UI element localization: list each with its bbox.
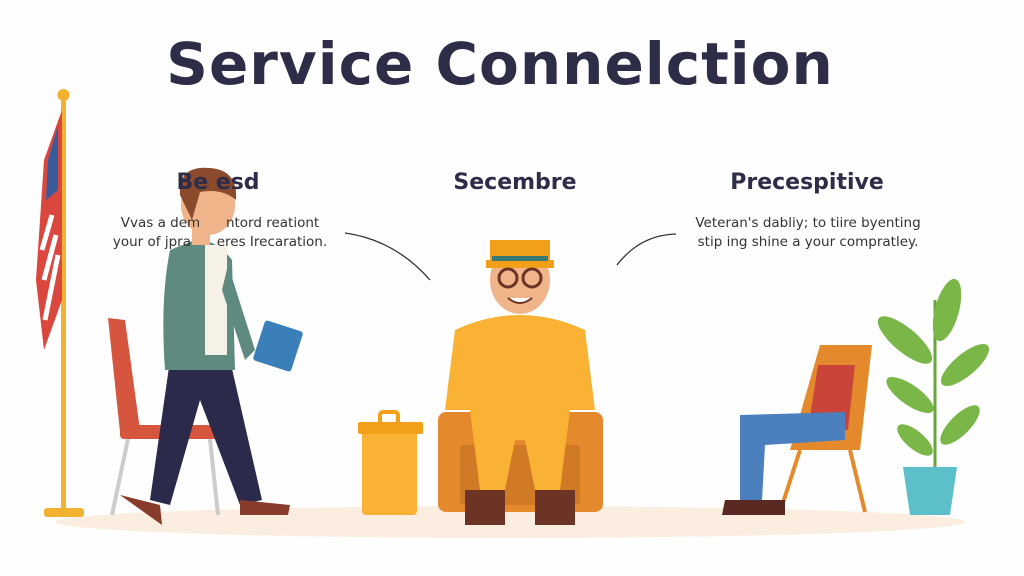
text-line: your of jpra eres Irecaration. <box>112 234 328 250</box>
suitcase-icon <box>358 410 423 515</box>
text-line: Vvas a dem ntord reationt <box>120 215 320 231</box>
column-text-left: Vvas a dem ntord reationt your of jpra e… <box>80 214 360 252</box>
person-seated-right <box>722 412 845 515</box>
column-heading-right: Precespitive <box>730 170 884 195</box>
connector-line <box>616 233 677 266</box>
column-heading-left: Be esd <box>176 170 260 195</box>
connector-line <box>344 232 431 281</box>
flag-icon <box>36 89 84 517</box>
tablet-icon <box>253 320 303 372</box>
person-walking <box>120 167 303 525</box>
chair-left <box>108 318 220 516</box>
page-title: Service Connelction <box>166 30 834 98</box>
text-line: Veteran's dabliy; to tiire byenting <box>695 215 921 231</box>
person-veteran <box>445 240 595 525</box>
text-line: stip ing shine a your compratley. <box>697 234 919 250</box>
plant-icon <box>877 278 990 515</box>
column-text-right: Veteran's dabliy; to tiire byenting stip… <box>668 214 948 252</box>
column-heading-center: Secembre <box>453 170 577 195</box>
